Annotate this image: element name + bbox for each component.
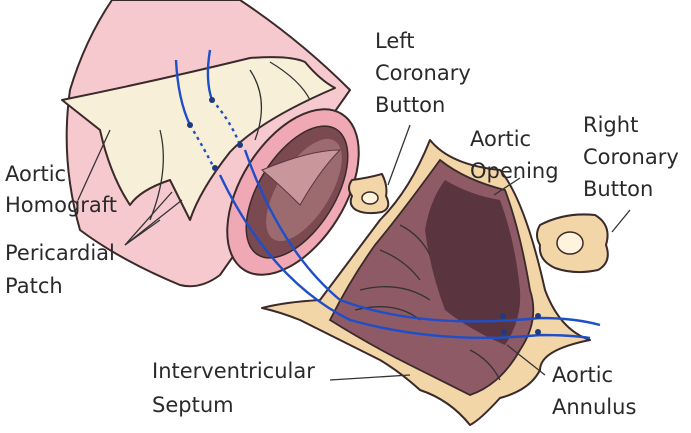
striation-4 (399, 224, 431, 256)
aortic-opening-tissue (261, 139, 591, 426)
knot-4 (212, 165, 218, 171)
patch-fold-3 (269, 61, 311, 101)
knot-7 (501, 329, 507, 335)
patch-fold-2 (249, 69, 263, 141)
label-left-coronary-button: Left Coronary Button (375, 29, 477, 117)
suture-1 (174, 59, 192, 126)
leader-right-coronary-button (611, 209, 631, 233)
striation-5 (469, 349, 501, 381)
knot-2 (209, 97, 215, 103)
knot-5 (500, 313, 506, 319)
leader-pericardial-patch-3 (124, 199, 183, 246)
left-coronary-button (348, 173, 390, 215)
knot-1 (187, 122, 193, 128)
striation-1 (359, 286, 431, 301)
knot-8 (535, 329, 541, 335)
homograft-valve-leaflet (261, 149, 342, 206)
leader-pericardial-patch-1 (124, 191, 173, 246)
label-aortic-homograft: Aortic Homograft (5, 162, 117, 217)
leader-interventricular-septum (329, 374, 411, 381)
leader-aortic-homograft (77, 129, 111, 201)
label-aortic-opening: Aortic Opening (470, 127, 559, 183)
leader-lines (77, 124, 631, 381)
sutures (174, 49, 601, 340)
knot-3 (237, 142, 243, 148)
label-pericardial-patch: Pericardial Patch (5, 241, 122, 298)
suture-2 (206, 49, 214, 101)
label-aortic-annulus: Aortic Annulus (552, 363, 636, 419)
suture-knots (187, 97, 541, 335)
leader-left-coronary-button (387, 124, 411, 186)
label-right-coronary-button: Right Coronary Button (583, 113, 685, 201)
suture-5 (243, 149, 601, 327)
suture-6 (218, 174, 591, 340)
knot-6 (535, 313, 541, 319)
leader-aortic-annulus (506, 344, 546, 376)
leader-aortic-opening (493, 177, 521, 196)
label-interventricular-septum: Interventricular Septum (152, 359, 322, 417)
right-coronary-button (536, 213, 609, 274)
patch-fold-1 (149, 129, 164, 221)
aortic-cavity-shadow (425, 180, 521, 345)
striation-3 (379, 249, 421, 281)
